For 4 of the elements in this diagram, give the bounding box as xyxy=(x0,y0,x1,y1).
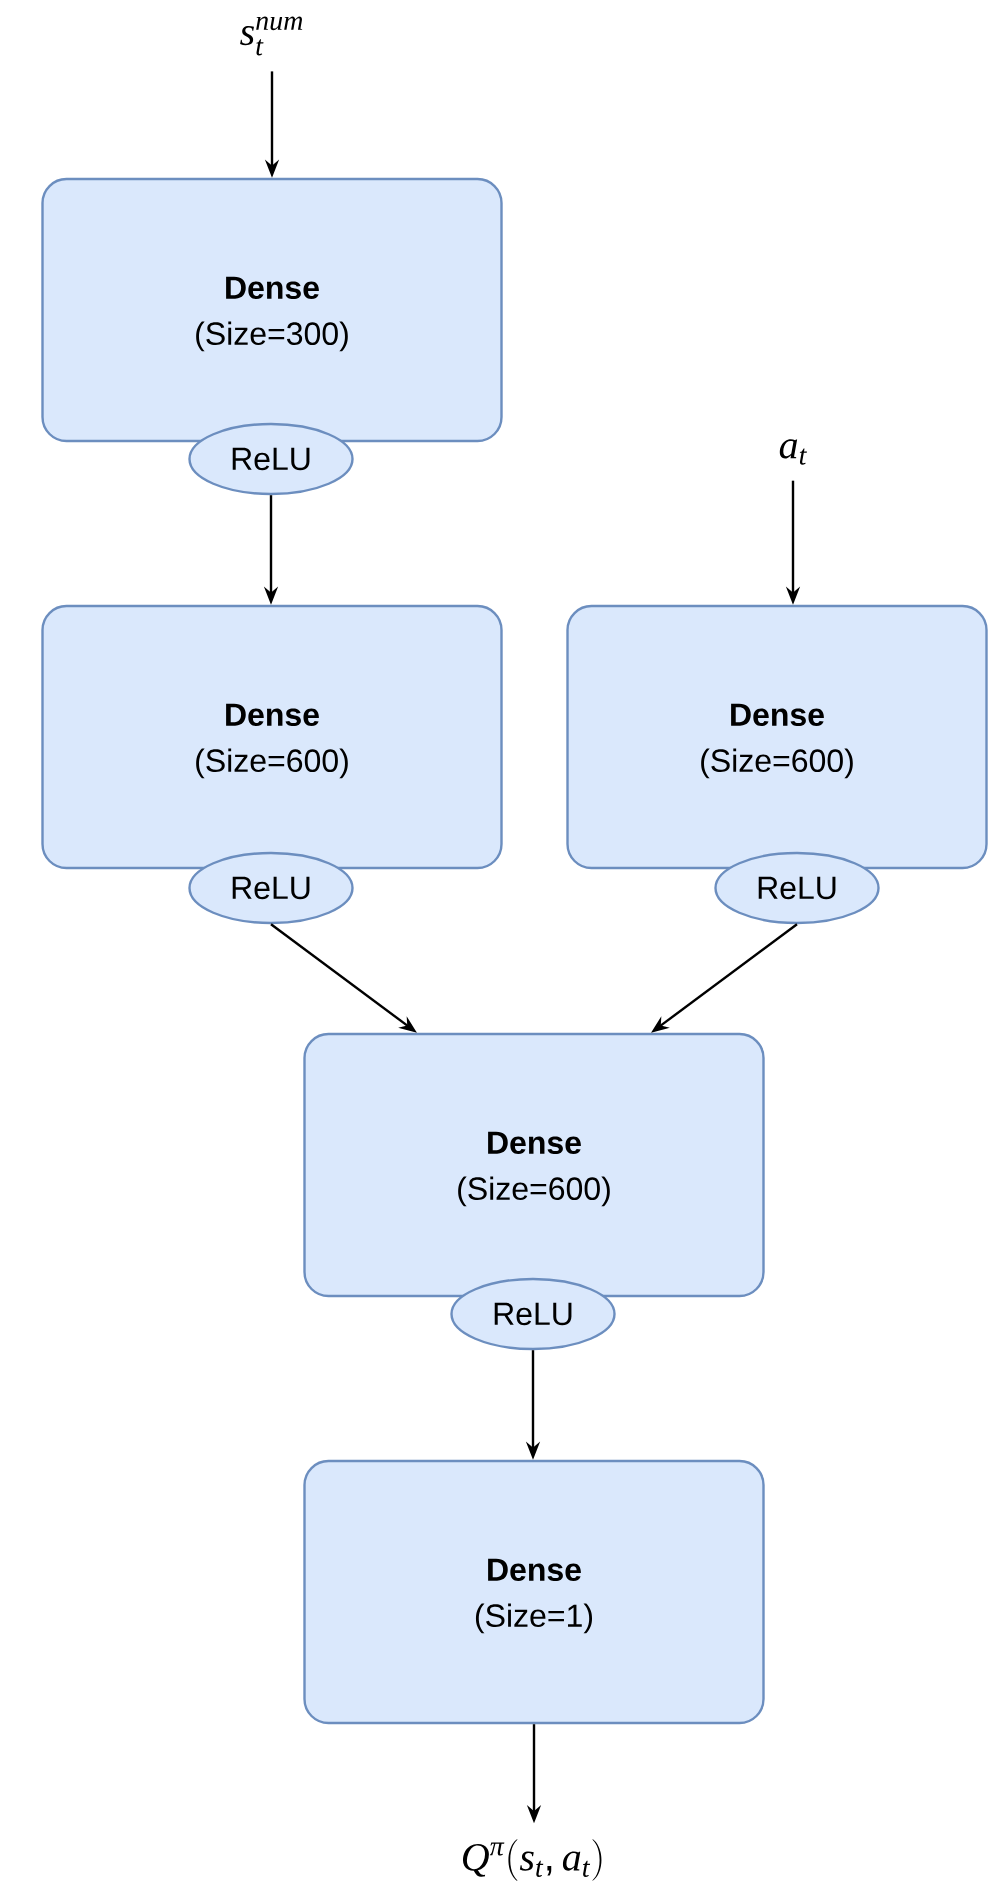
input-label: $s_t^{num}$ xyxy=(240,16,303,56)
dense-layer-box: Dense (Size=1) xyxy=(303,1459,765,1725)
input-label: $a_t$ xyxy=(779,439,807,465)
output-label: $Q^{π}(s_t, a_t)$ xyxy=(462,1839,602,1881)
